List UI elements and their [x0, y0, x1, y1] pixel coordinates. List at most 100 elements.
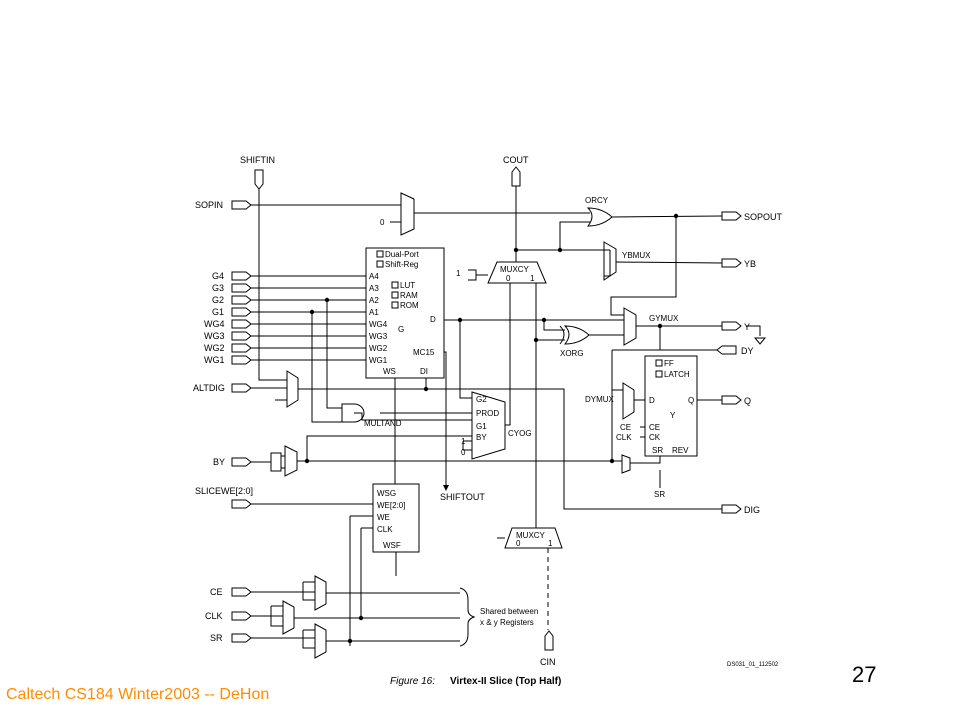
altdig-label: ALTDIG: [193, 383, 225, 393]
lut-d: D: [430, 315, 436, 324]
cyog-zero: 0: [461, 448, 466, 457]
cout-pin: [511, 166, 521, 187]
shiftin-pin: [254, 169, 264, 190]
orcy-gate: [586, 207, 613, 227]
ce-pin: [231, 587, 252, 597]
g3-pin: [231, 283, 252, 293]
muxcy-top: [487, 261, 547, 284]
lut-a3: A3: [369, 284, 379, 293]
wsg-we20: WE[2:0]: [377, 501, 405, 510]
cin-pin: [544, 630, 554, 651]
ff-y: Y: [670, 411, 676, 420]
muxcy-bottom-label: MUXCY: [516, 531, 546, 540]
sopin-pin: [231, 200, 252, 210]
ybmux: [603, 241, 617, 281]
ff-sr-output: SR: [654, 490, 665, 499]
g2-label: G2: [212, 295, 224, 305]
sr-mux: [314, 623, 327, 659]
y-label: Y: [744, 322, 750, 332]
g1-pin: [231, 307, 252, 317]
ff-y-block: [644, 355, 698, 457]
lut-shift-reg-option: Shift-Reg: [385, 260, 418, 269]
ff-ce-input: CE: [620, 423, 631, 432]
yb-label: YB: [744, 259, 756, 269]
g4-pin: [231, 271, 252, 281]
sopin-mux: [400, 192, 415, 236]
lut-rom-option: ROM: [400, 301, 419, 310]
dig-pin: [721, 504, 742, 514]
lut-a4: A4: [369, 272, 379, 281]
dy-label: DY: [741, 346, 754, 356]
lut-wg2: WG2: [369, 344, 388, 353]
g1-label: G1: [212, 307, 224, 317]
wg3-pin: [231, 331, 252, 341]
ff-rev: REV: [672, 446, 689, 455]
figure-caption-label: Figure 16:: [390, 676, 435, 687]
xorg-gate-arc: [559, 325, 565, 345]
yb-pin: [721, 258, 742, 268]
wsf-label: WSF: [383, 541, 401, 550]
clk-label: CLK: [205, 611, 223, 621]
cyog-g2: G2: [476, 395, 487, 404]
gymux-label: GYMUX: [649, 314, 679, 323]
lut-lut-option: LUT: [400, 281, 415, 290]
slicewe-label: SLICEWE[2:0]: [195, 486, 253, 496]
ff-latch-option: LATCH: [664, 370, 690, 379]
wg4-pin: [231, 319, 252, 329]
orcy-label: ORCY: [585, 196, 609, 205]
lut-a2: A2: [369, 296, 379, 305]
lut-g: G: [398, 325, 404, 334]
g3-label: G3: [212, 283, 224, 293]
ce-label: CE: [210, 587, 223, 597]
lut-dual-port-option: Dual-Port: [385, 250, 420, 259]
ff-sr: SR: [652, 446, 663, 455]
ff-ce: CE: [649, 423, 660, 432]
cyog-by: BY: [476, 433, 487, 442]
cyog-g1: G1: [476, 422, 487, 431]
by-mux: [284, 445, 298, 477]
sopout-label: SOPOUT: [744, 212, 783, 222]
footer-credit: Caltech CS184 Winter2003 -- DeHon: [6, 686, 270, 703]
lut-wg3: WG3: [369, 332, 388, 341]
lut-mc15: MC15: [413, 348, 435, 357]
shiftout-label: SHIFTOUT: [440, 492, 485, 502]
lut-g-block: [365, 247, 445, 379]
lut-wg1: WG1: [369, 356, 388, 365]
multand-gate: [341, 403, 365, 423]
wsg-clk: CLK: [377, 525, 393, 534]
page-number: 27: [852, 662, 877, 687]
sopin-label: SOPIN: [195, 200, 223, 210]
q-label: Q: [744, 396, 751, 406]
xorg-label: XORG: [560, 349, 584, 358]
wg1-label: WG1: [204, 355, 225, 365]
multand-label: MULTAND: [364, 419, 402, 428]
lut-a1: A1: [369, 308, 379, 317]
sr-pin: [231, 633, 252, 643]
cyog-label: CYOG: [508, 429, 532, 438]
altdig-pin: [231, 383, 252, 393]
ff-d: D: [649, 396, 655, 405]
altdig-mux: [286, 370, 299, 408]
dig-label: DIG: [744, 505, 760, 515]
cyog-prod: PROD: [476, 409, 499, 418]
muxcy-bottom-one: 1: [548, 539, 553, 548]
y-pin: [721, 321, 742, 331]
by-label: BY: [213, 457, 225, 467]
muxcy-top-zero: 0: [506, 274, 511, 283]
wg2-label: WG2: [204, 343, 225, 353]
gymux: [623, 307, 637, 346]
wg2-pin: [231, 343, 252, 353]
muxcy-top-one: 1: [530, 274, 535, 283]
muxcy-bottom: [504, 527, 563, 549]
lut-di: DI: [420, 367, 428, 376]
wsg-label: WSG: [377, 489, 396, 498]
lut-ws: WS: [383, 367, 396, 376]
shared-note-line2: x & y Registers: [480, 618, 534, 627]
ff-ff-option: FF: [664, 359, 674, 368]
ce-mux: [314, 575, 327, 611]
sopout-pin: [721, 211, 742, 221]
cyog-mux: [471, 391, 506, 460]
shiftin-label: SHIFTIN: [240, 155, 275, 165]
slicewe-pin: [231, 499, 252, 509]
